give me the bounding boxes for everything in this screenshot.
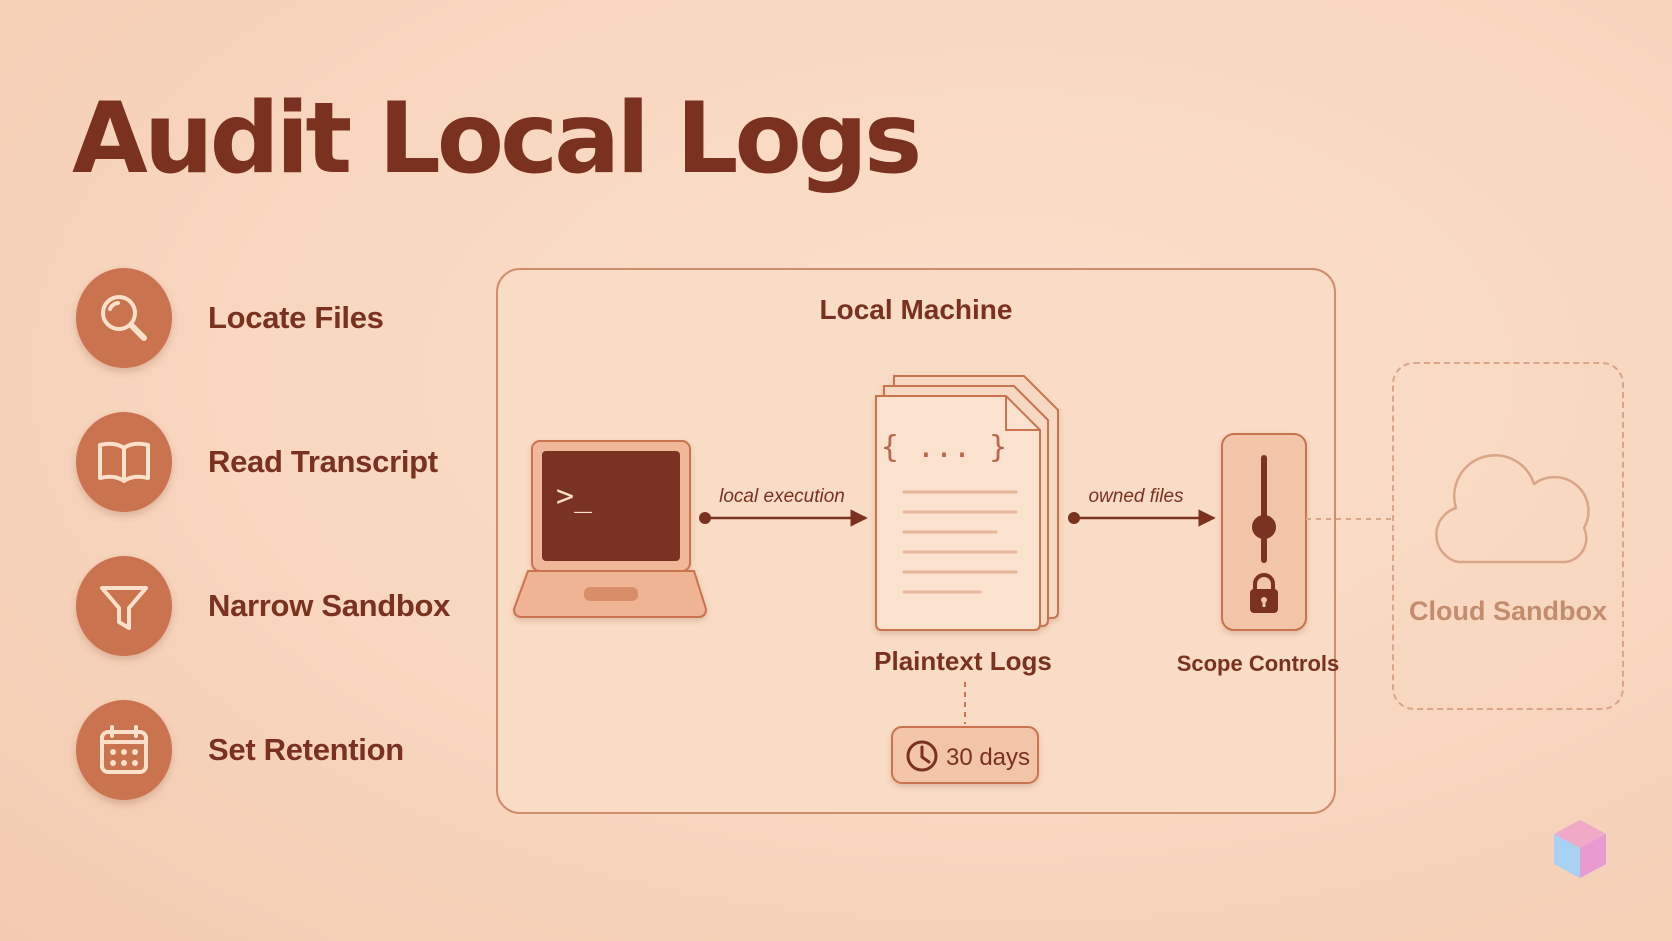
step-read-transcript: Read Transcript xyxy=(76,412,456,512)
step-narrow-sandbox: Narrow Sandbox xyxy=(76,556,456,656)
plaintext-logs-document-icon xyxy=(875,375,1059,631)
padlock-icon xyxy=(1250,573,1278,613)
step-label: Read Transcript xyxy=(208,444,438,479)
step-label: Locate Files xyxy=(208,300,384,335)
step-locate-files: Locate Files xyxy=(76,268,456,368)
open-book-icon xyxy=(76,412,172,512)
scope-controls-slider-icon xyxy=(1221,433,1307,631)
calendar-icon xyxy=(76,700,172,800)
laptop-terminal-icon xyxy=(512,440,708,618)
step-label: Set Retention xyxy=(208,732,404,767)
step-set-retention: Set Retention xyxy=(76,700,456,800)
cube-logo-icon xyxy=(1554,820,1606,878)
document-snippet: { ... } xyxy=(881,430,1007,465)
terminal-prompt: >_ xyxy=(556,479,593,514)
page-title: Audit Local Logs xyxy=(72,82,922,196)
scope-controls-label: Scope Controls xyxy=(1177,651,1340,676)
owned-files-arrow xyxy=(1068,509,1216,527)
plaintext-logs-label: Plaintext Logs xyxy=(874,646,1052,676)
local-machine-label: Local Machine xyxy=(819,294,1013,325)
local-execution-label: local execution xyxy=(719,486,845,507)
cloud-icon xyxy=(1435,453,1590,564)
clock-icon xyxy=(906,740,938,772)
filter-icon xyxy=(76,556,172,656)
retention-badge-label: 30 days xyxy=(946,744,1030,771)
search-icon xyxy=(76,268,172,368)
cloud-sandbox-container: Cloud Sandbox xyxy=(1392,362,1624,710)
local-execution-arrow xyxy=(699,509,868,527)
owned-files-label: owned files xyxy=(1088,486,1184,507)
step-label: Narrow Sandbox xyxy=(208,588,451,623)
cloud-sandbox-label: Cloud Sandbox xyxy=(1409,596,1607,626)
